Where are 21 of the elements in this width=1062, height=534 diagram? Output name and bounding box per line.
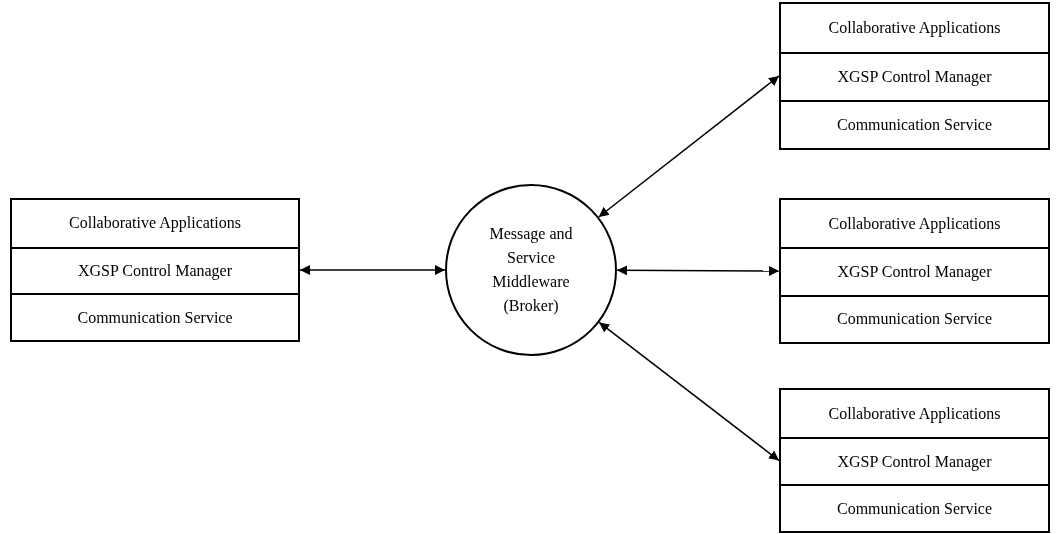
node-label: XGSP Control Manager <box>77 261 233 282</box>
node-label: Collaborative Applications <box>828 403 1001 425</box>
double-arrow <box>299 265 446 275</box>
node-label: Communication Service <box>836 115 993 135</box>
component-stack <box>10 198 300 342</box>
node-label: Communication Service <box>836 498 993 519</box>
node-label: Collaborative Applications <box>69 213 241 234</box>
node-label: Collaborative Applications <box>828 18 1001 39</box>
double-arrow <box>598 321 780 462</box>
component-stack <box>779 2 1050 150</box>
node-label: XGSP Control Manager <box>837 262 992 283</box>
component-stack <box>779 198 1050 344</box>
component-stack <box>779 388 1050 533</box>
double-arrow <box>598 75 780 218</box>
node-label: Communication Service <box>77 307 233 328</box>
double-arrow <box>616 265 780 276</box>
node-label: XGSP Control Manager <box>837 67 992 88</box>
node-label: Communication Service <box>836 309 993 330</box>
node-label: Message and Service Middleware (Broker) <box>488 224 574 316</box>
node-label: XGSP Control Manager <box>837 451 992 473</box>
node-label: Collaborative Applications <box>828 213 1001 235</box>
